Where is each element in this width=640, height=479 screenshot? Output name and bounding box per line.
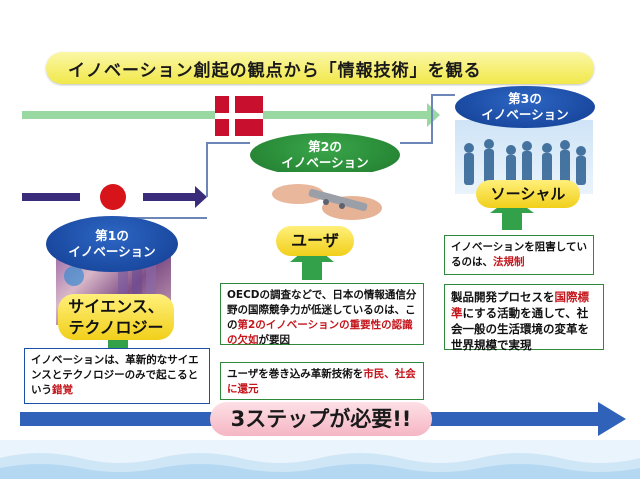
stage1-label-line1: サイエンス、 — [68, 297, 164, 316]
navy-arrow-head — [195, 186, 207, 208]
stage1-note: イノベーションは、革新的なサイエンスとテクノロジーのみで起こるという錯覚 — [24, 348, 210, 404]
stage1-note-emph: 錯覚 — [52, 384, 73, 396]
stage1-bubble-line2: イノベーション — [68, 244, 156, 259]
stage2-bubble-line1: 第2の — [308, 139, 342, 154]
stage1-label-line2: テクノロジー — [68, 318, 164, 337]
stage1-label: サイエンス、 テクノロジー — [58, 294, 174, 340]
japan-flag-icon — [100, 184, 126, 210]
green-arrow-head — [427, 103, 440, 127]
stage1-note-text: イノベーションは、革新的なサイエンスとテクノロジーのみで起こるという — [31, 354, 199, 396]
step-line-2 — [400, 94, 455, 144]
stage2-note2-text: ユーザを巻き込み革新技術を — [227, 368, 364, 380]
navy-arrow-segment-1 — [22, 193, 80, 201]
stage1-bubble: 第1の イノベーション — [46, 216, 178, 272]
stage2-note2-emph: 市民、社会に還元 — [227, 368, 416, 395]
stage2-note-text: OECDの調査などで、日本の情報通信分野の国際競争力が低迷しているのは、この — [227, 289, 417, 331]
stage3-note-emph: 法規制 — [493, 256, 525, 268]
stage3-label-text: ソーシャル — [490, 185, 566, 203]
stage3-note2-post: にする活動を通して、社会一般の生活環境の変革を世界規模で実現 — [451, 306, 589, 352]
denmark-flag-icon — [215, 96, 263, 136]
stage2-bubble-line2: イノベーション — [281, 155, 369, 170]
page-title: イノベーション創起の観点から「情報技術」を観る — [46, 52, 594, 84]
stage3-bubble-line1: 第3の — [508, 91, 542, 106]
stage2-note-post: が要因 — [258, 334, 291, 346]
stage3-note: イノベーションを阻害しているのは、法規制 — [444, 235, 594, 275]
stage3-note2-text: 製品開発プロセスを — [451, 290, 555, 304]
stage3-note-text: イノベーションを阻害しているのは、 — [451, 241, 587, 268]
page-title-text: イノベーション創起の観点から「情報技術」を観る — [68, 60, 482, 81]
stage2-note-2: ユーザを巻き込み革新技術を市民、社会に還元 — [220, 362, 424, 400]
step-line-1 — [206, 142, 250, 197]
stage1-bubble-line1: 第1の — [95, 228, 129, 243]
wave-decoration — [0, 440, 640, 479]
stage2-label-text: ユーザ — [291, 231, 339, 250]
banner-text: 3ステップが必要!! — [230, 407, 412, 431]
navy-arrow-segment-2 — [143, 193, 195, 201]
hand-device-photo — [268, 172, 386, 230]
stage3-note2-emph: 国際標準 — [451, 290, 589, 320]
stage2-label: ユーザ — [276, 226, 354, 256]
stage2-bubble: 第2の イノベーション — [250, 133, 400, 177]
stage3-bubble-line2: イノベーション — [481, 107, 569, 122]
banner-pill: 3ステップが必要!! — [210, 402, 432, 436]
stage2-note-emph: 第2のイノベーションの重要性の認識の欠如 — [227, 319, 413, 346]
stage3-label: ソーシャル — [476, 180, 580, 208]
stage3-bubble: 第3の イノベーション — [455, 86, 595, 128]
stage3-note-2: 製品開発プロセスを国際標準にする活動を通して、社会一般の生活環境の変革を世界規模… — [444, 284, 604, 352]
stage2-note: OECDの調査などで、日本の情報通信分野の国際競争力が低迷しているのは、この第2… — [220, 283, 424, 346]
